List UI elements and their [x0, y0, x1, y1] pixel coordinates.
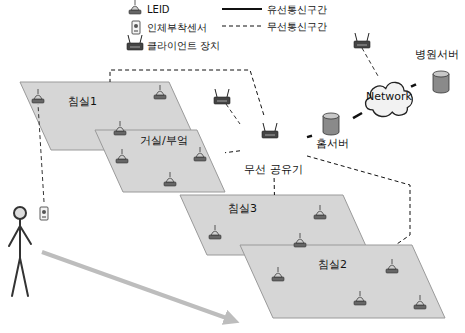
node-label: 홈서버	[316, 138, 349, 151]
leid-device	[354, 291, 366, 305]
leid-device	[414, 295, 426, 309]
wireless-router: 무선 공유기	[240, 115, 307, 178]
person-figure	[20, 258, 28, 296]
leid-device	[209, 225, 221, 239]
wireless-path	[38, 104, 44, 202]
leid-device	[164, 172, 176, 186]
wired-link	[353, 113, 362, 118]
room-floor-outline	[240, 245, 445, 318]
wireless-link	[307, 156, 410, 245]
client-device	[214, 89, 230, 104]
node-label: 병원서버	[415, 49, 459, 62]
wireless-link	[274, 178, 275, 195]
leid-device	[314, 205, 326, 219]
legend-label: 무선통신구간	[267, 21, 327, 32]
wireless-link	[225, 151, 240, 153]
person-figure	[19, 219, 21, 258]
wired-link	[411, 84, 416, 86]
leid-device	[272, 267, 284, 281]
wireless-path	[362, 48, 378, 76]
legend-icons	[222, 25, 262, 26]
client-device	[214, 33, 370, 104]
body-sensor	[40, 207, 48, 220]
wireless-path	[38, 48, 378, 202]
server-icon	[433, 71, 449, 93]
person-figure	[20, 226, 31, 244]
legend-label: 유선통신구간	[267, 4, 327, 15]
legend-label: LEID	[147, 4, 170, 15]
node-label: Network	[366, 91, 412, 104]
server-icon	[323, 113, 339, 135]
client-device	[354, 33, 370, 48]
leid-device	[114, 121, 126, 135]
body-sensor	[40, 207, 48, 220]
legend-icons	[129, 0, 141, 14]
leid-device	[32, 85, 426, 309]
legend-label: 클라이언트 장치	[147, 40, 220, 51]
room-label: 침실2	[318, 259, 347, 272]
node-label: 무선 공유기	[244, 164, 303, 177]
legend-icons	[222, 8, 262, 10]
room-floor-outline	[95, 130, 225, 192]
person-figure	[9, 226, 20, 246]
leid-device	[116, 149, 128, 163]
person-figure	[14, 207, 26, 219]
room-label: 거실/부엌	[140, 135, 188, 148]
movement-arrow	[42, 252, 232, 320]
leid-device	[154, 85, 166, 99]
server-icon	[323, 71, 449, 135]
wired-link	[307, 136, 312, 137]
wireless-path	[226, 104, 240, 124]
legend-icons	[127, 0, 262, 50]
room-label: 침실3	[228, 203, 257, 216]
legend-icons	[132, 21, 140, 34]
person-figure	[9, 207, 31, 296]
leid-device	[294, 233, 306, 247]
network-cloud: Network	[362, 75, 416, 120]
wireless-link	[110, 70, 264, 115]
router-icon	[262, 123, 278, 138]
legend-label: 인체부착센서	[147, 22, 207, 33]
router-icon	[262, 123, 278, 138]
movement-arrow	[42, 252, 232, 320]
leid-device	[386, 259, 398, 273]
room-label: 침실1	[68, 96, 97, 109]
leid-device	[32, 89, 44, 103]
leid-device	[194, 147, 206, 161]
cloud-shape	[366, 82, 413, 116]
legend-icons	[127, 35, 143, 50]
person-figure	[12, 258, 20, 296]
